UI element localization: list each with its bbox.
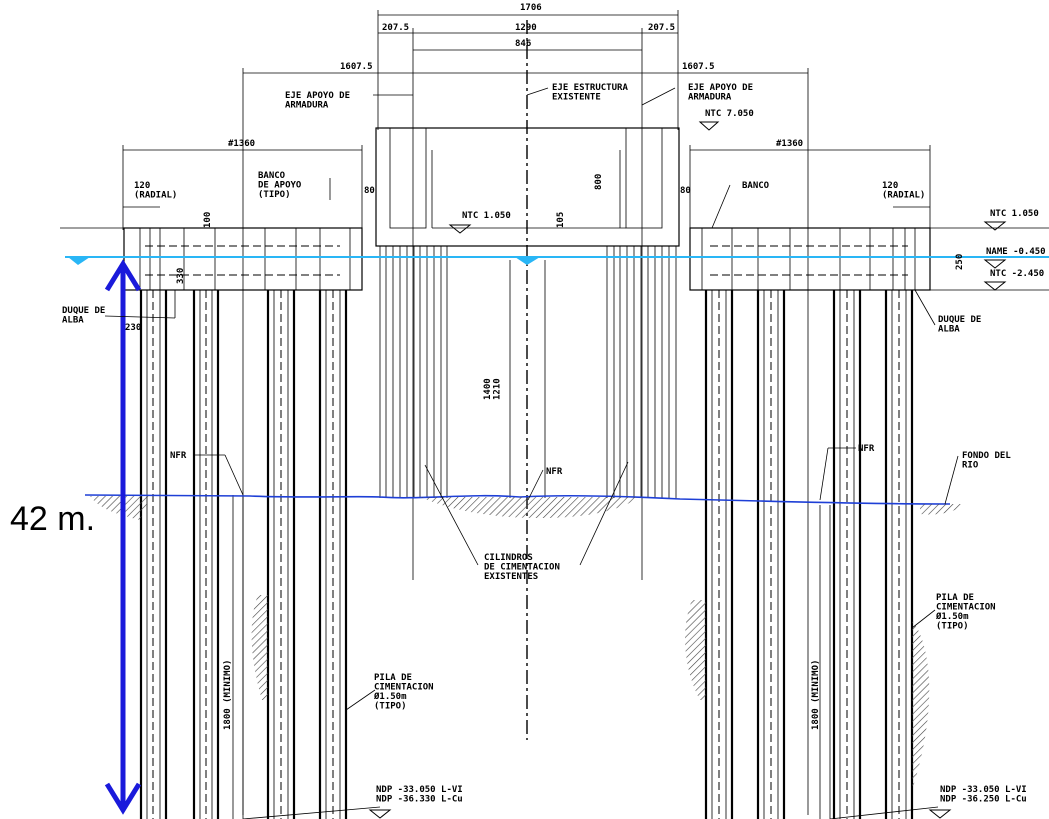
dim-right-radial: 120(RADIAL)	[882, 181, 925, 200]
label-ntc-right-top: NTC 1.050	[990, 209, 1039, 219]
label-name: NAME -0.450	[986, 247, 1046, 257]
label-ntc-right-low: NTC -2.450	[990, 269, 1044, 279]
river-bed	[84, 494, 965, 790]
dim-center: 1290	[515, 23, 537, 33]
dim-total: 1706	[520, 3, 542, 13]
dim-right-offset: 207.5	[648, 23, 675, 33]
dim-pile-right: 1800 (MINIMO)	[811, 660, 821, 730]
label-nfr-right: NFR	[858, 444, 875, 454]
drawing-labels: 1706 207.5 1290 207.5 846 1607.5 1607.5 …	[10, 3, 1046, 804]
dim-h800: 800	[594, 174, 604, 190]
dim-right-cap: #1360	[776, 139, 803, 149]
dim-h80-left: 80	[364, 186, 375, 196]
dim-left-radial: 120(RADIAL)	[134, 181, 177, 200]
water-levels	[60, 227, 1049, 291]
dim-h80-right: 80	[680, 186, 691, 196]
dim-left-cap: #1360	[228, 139, 255, 149]
left-pier	[123, 227, 363, 819]
dim-right-span: 1607.5	[682, 62, 715, 72]
dim-left-span: 1607.5	[340, 62, 373, 72]
dim-h105: 105	[556, 212, 566, 228]
label-ntc-mid: NTC 1.050	[462, 211, 511, 221]
level-markers	[368, 121, 1007, 819]
label-banco-right: BANCO	[742, 181, 770, 191]
dim-left-offset: 207.5	[382, 23, 409, 33]
depth-arrow	[104, 259, 142, 815]
label-nfr-left: NFR	[170, 451, 187, 461]
water-level-icon	[68, 257, 90, 265]
dim-pile-left: 1800 (MINIMO)	[223, 660, 233, 730]
depth-label: 42 m.	[10, 500, 95, 538]
dim-h230: 230	[125, 323, 141, 333]
existing-structure	[375, 127, 680, 498]
label-ntc-top: NTC 7.050	[705, 109, 754, 119]
dim-h100: 100	[203, 212, 213, 228]
dimension-lines	[122, 10, 931, 815]
dim-h250: 250	[955, 254, 965, 270]
dim-vert-center: 14001210	[483, 378, 502, 400]
dim-h330: 330	[176, 268, 186, 284]
label-nfr-center: NFR	[546, 467, 563, 477]
leader-lines	[104, 87, 959, 819]
right-pier	[689, 227, 931, 819]
dim-inner: 846	[515, 39, 531, 49]
